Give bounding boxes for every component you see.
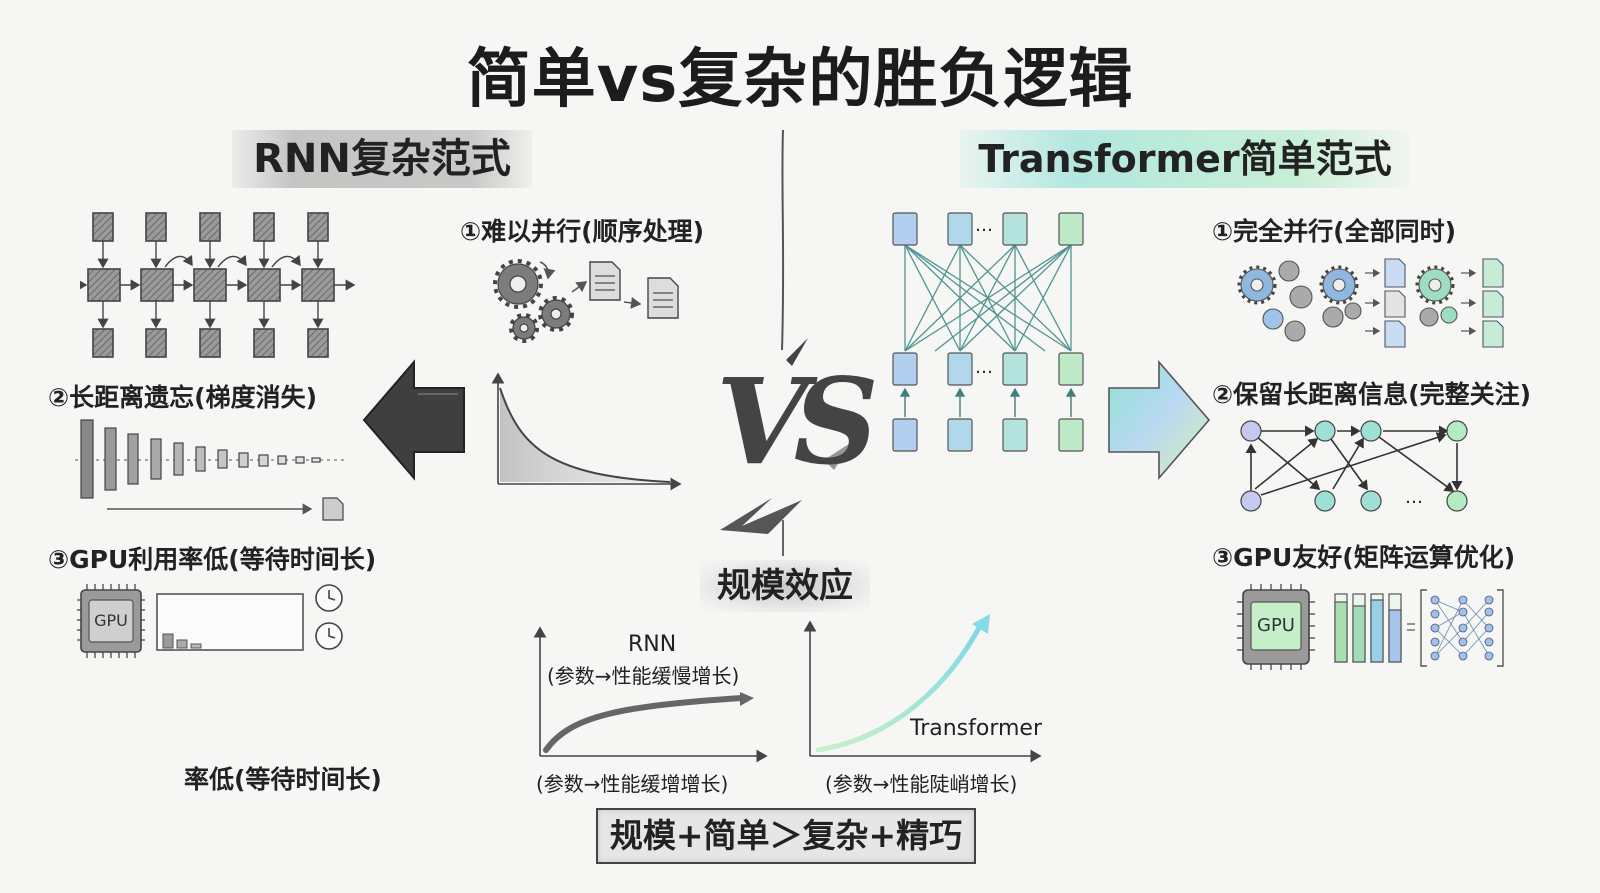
rnn-direction-arrow <box>362 359 465 481</box>
gpu-idle-diagram: GPU <box>75 582 355 662</box>
center-divider-lower <box>782 520 784 556</box>
transformer-scaling-caption: (参数→性能陡峭增长) <box>825 772 1018 796</box>
scale-effect-label: 规模效应 <box>700 560 870 612</box>
page-title: 简单vs复杂的胜负逻辑 <box>466 43 1134 117</box>
parallel-gears-icon <box>1237 258 1504 348</box>
transformer-scaling-chart <box>803 614 1042 763</box>
conclusion-box: 规模+简单＞复杂+精巧 <box>596 808 976 864</box>
transformer-point-gpu: ③GPU友好(矩阵运算优化) <box>1212 543 1516 572</box>
full-attention-graphic <box>1240 420 1468 512</box>
center-divider <box>781 130 785 350</box>
rnn-point-parallel: ①难以并行(顺序处理) <box>460 217 705 246</box>
decay-curve-chart <box>491 372 682 491</box>
rnn-chain-diagram <box>80 212 356 358</box>
transformer-curve-label: Transformer <box>910 716 1043 741</box>
rnn-curve-note: (参数→性能缓慢增长) <box>547 664 740 688</box>
gradient-vanishing-diagram <box>75 419 345 521</box>
transformer-heading: Transformer简单范式 <box>960 130 1410 188</box>
stray-caption: 率低(等待时间长) <box>184 765 382 794</box>
gpu-matrix-diagram: GPU <box>1235 582 1510 672</box>
ellipsis-middle: … <box>975 357 993 378</box>
transformer-gpu-chip-label: GPU <box>1257 615 1295 636</box>
full-attention-graph: … <box>1235 415 1475 515</box>
rnn-scaling-caption: (参数→性能缓增增长) <box>536 772 729 796</box>
sequential-gears-icon <box>493 259 679 343</box>
rnn-scaling-chart <box>533 626 768 763</box>
transformer-point-parallel: ①完全并行(全部同时) <box>1212 217 1457 246</box>
ellipsis-graph: … <box>1405 487 1423 508</box>
attention-graphic <box>892 212 1084 452</box>
vs-label: VS <box>716 352 879 491</box>
transformer-point-attention: ②保留长距离信息(完整关注) <box>1212 380 1532 409</box>
rnn-point-gpu: ③GPU利用率低(等待时间长) <box>48 545 377 574</box>
vs-brush-strokes <box>720 338 852 534</box>
attention-diagram: … … <box>885 205 1095 455</box>
transformer-direction-arrow <box>1108 359 1211 481</box>
rnn-curve-label: RNN <box>628 632 677 657</box>
ellipsis-top: … <box>975 215 993 236</box>
rnn-gpu-chip-label: GPU <box>94 611 128 630</box>
gpu-idle-graphic <box>77 584 343 658</box>
rnn-point-forgetting: ②长距离遗忘(梯度消失) <box>48 383 318 412</box>
rnn-heading: RNN复杂范式 <box>232 130 532 188</box>
vs-emblem: VS <box>712 330 879 540</box>
gpu-matrix-graphic <box>1237 584 1504 670</box>
